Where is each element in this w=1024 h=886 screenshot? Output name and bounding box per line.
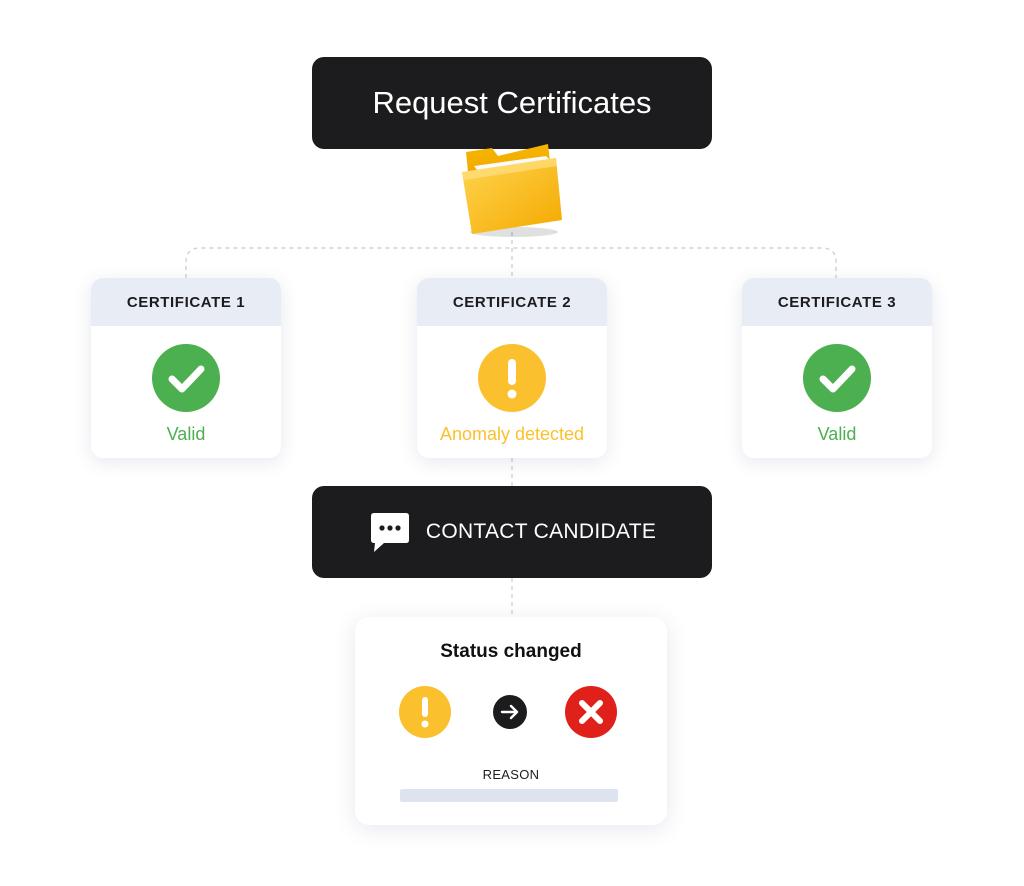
certificate-title: CERTIFICATE 2 [417, 278, 607, 326]
request-certificates-label: Request Certificates [372, 85, 652, 120]
check-circle-icon [152, 344, 220, 412]
certificate-title: CERTIFICATE 1 [91, 278, 281, 326]
status-changed-card: Status changed REASON [355, 617, 667, 825]
certificate-card-1[interactable]: CERTIFICATE 1 Valid [91, 278, 281, 458]
certificate-status: Valid [166, 424, 206, 444]
reason-label: REASON [482, 767, 540, 782]
contact-candidate-button[interactable]: CONTACT CANDIDATE [312, 486, 712, 578]
request-certificates-button[interactable]: Request Certificates [312, 57, 712, 149]
folder-icon [462, 144, 562, 237]
reason-placeholder-bar [400, 789, 618, 802]
certificate-card-3[interactable]: CERTIFICATE 3 Valid [742, 278, 932, 458]
certificate-status: Anomaly detected [439, 424, 585, 444]
x-circle-icon [565, 686, 617, 738]
certificate-title: CERTIFICATE 3 [742, 278, 932, 326]
status-title: Status changed [440, 641, 582, 662]
certificate-status: Valid [817, 424, 857, 444]
check-circle-icon [803, 344, 871, 412]
certificate-card-2[interactable]: CERTIFICATE 2 Anomaly detected [417, 278, 607, 458]
exclamation-circle-icon [399, 686, 451, 738]
contact-candidate-label: CONTACT CANDIDATE [425, 520, 657, 543]
exclamation-circle-icon [478, 344, 546, 412]
chat-bubble-icon [370, 513, 409, 552]
arrow-right-icon [493, 695, 527, 729]
